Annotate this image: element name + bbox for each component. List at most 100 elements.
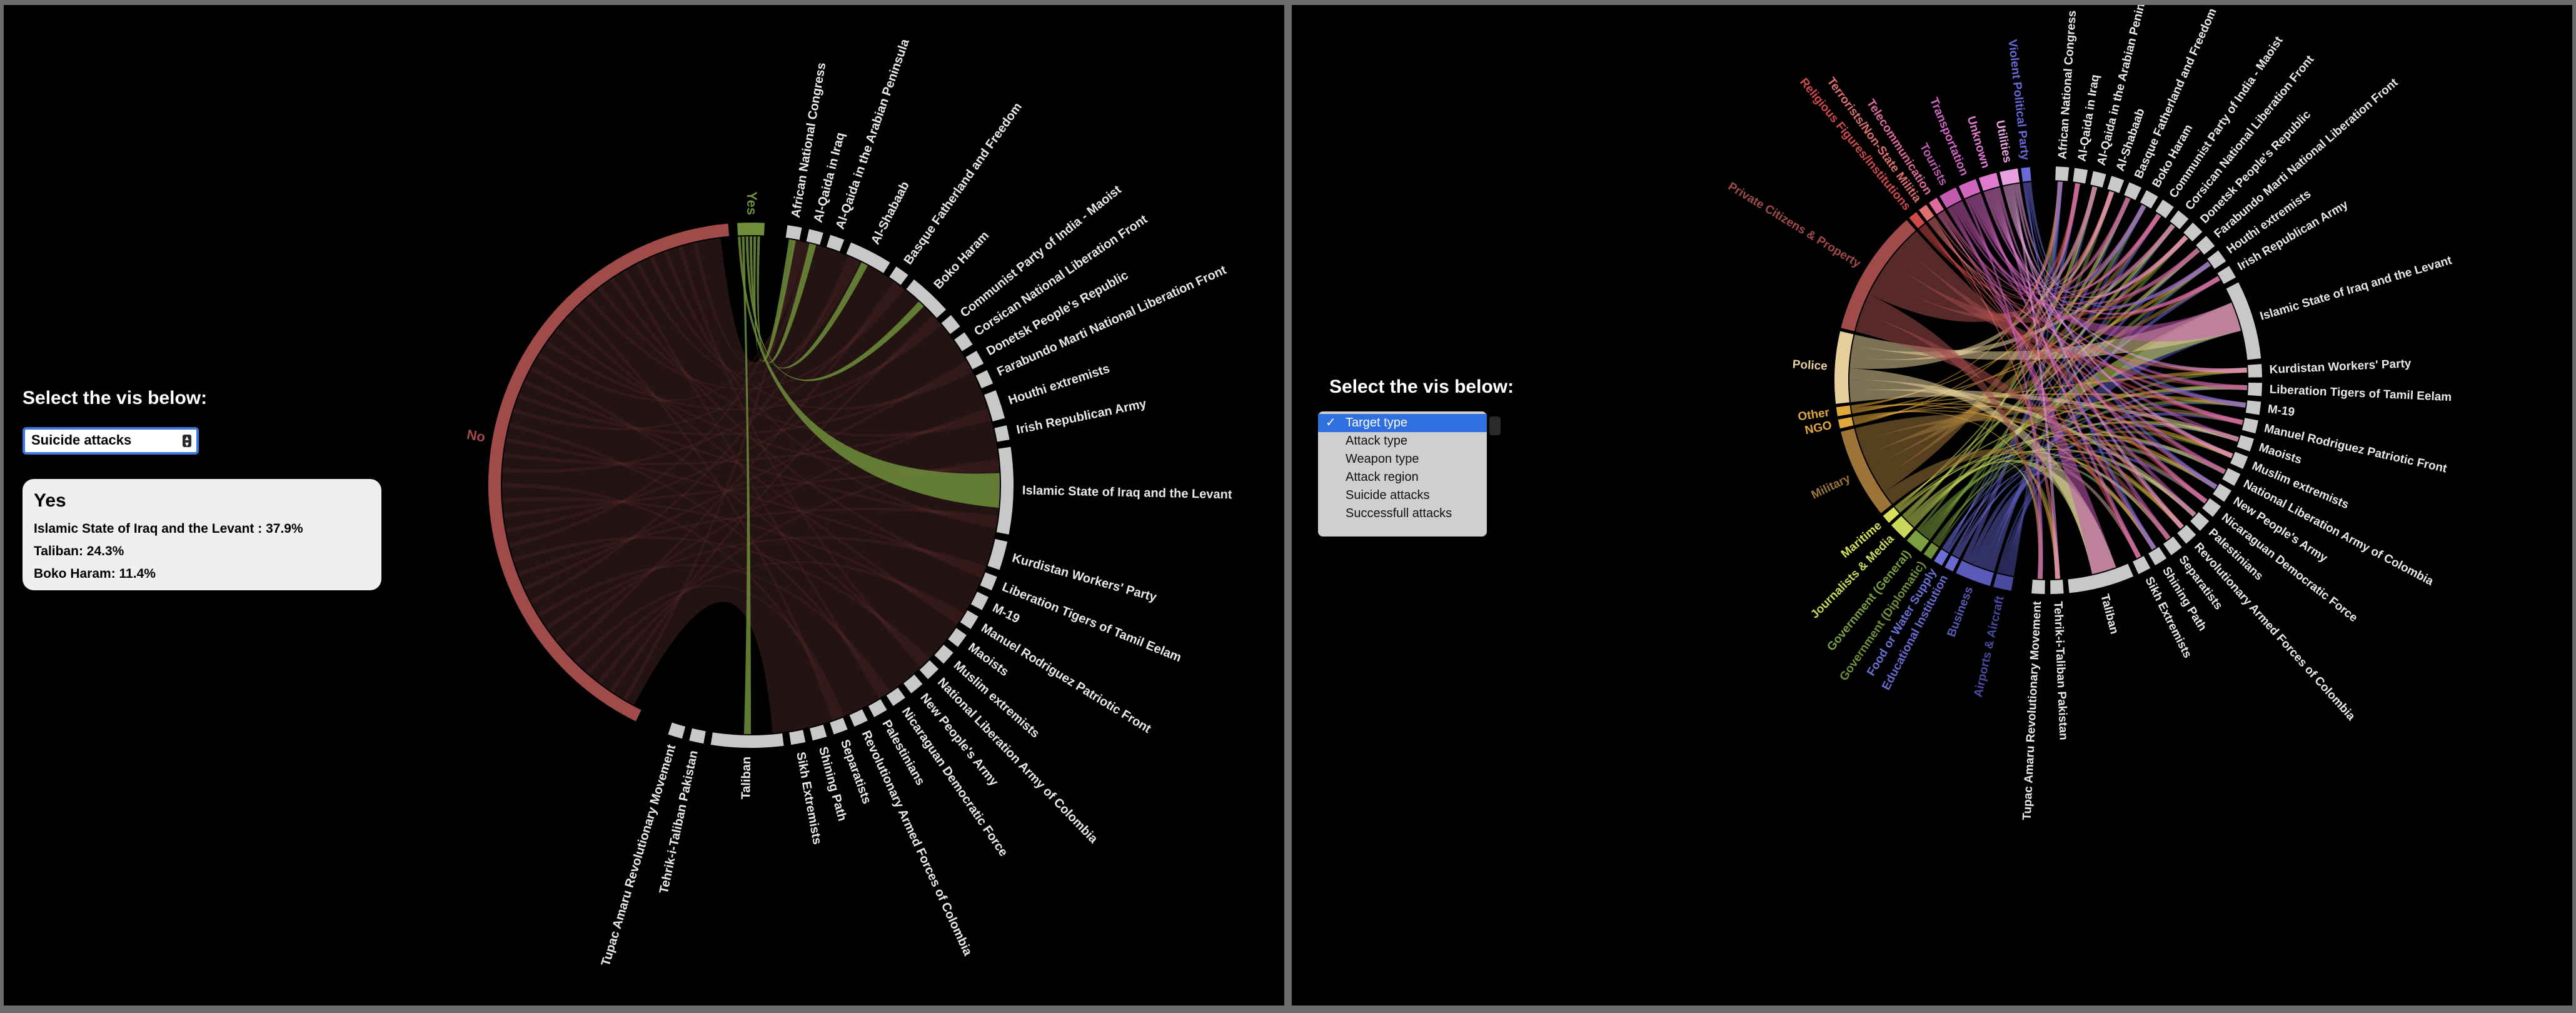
- group-arc[interactable]: [996, 446, 1014, 535]
- group-arc[interactable]: [2177, 525, 2196, 544]
- group-arc[interactable]: [2190, 512, 2210, 531]
- group-arc[interactable]: [987, 538, 1008, 570]
- category-arc[interactable]: [1841, 219, 1916, 331]
- chord-ribbon[interactable]: [523, 361, 969, 591]
- category-arc[interactable]: [1918, 204, 1935, 221]
- group-arc[interactable]: [2230, 451, 2248, 470]
- group-arc[interactable]: [2226, 282, 2262, 360]
- group-arc[interactable]: [965, 350, 984, 370]
- group-arc[interactable]: [810, 724, 827, 741]
- chord-ribbon[interactable]: [1853, 367, 2247, 423]
- dropdown-option[interactable]: Successfull attacks: [1318, 505, 1487, 523]
- group-arc[interactable]: [906, 279, 947, 318]
- chord-ribbon[interactable]: [2025, 181, 2063, 281]
- category-arc[interactable]: [1940, 187, 1962, 208]
- chord-ribbon[interactable]: [650, 256, 973, 410]
- group-arc[interactable]: [2207, 250, 2226, 270]
- group-arc[interactable]: [2073, 168, 2088, 184]
- group-arc[interactable]: [954, 332, 973, 351]
- group-arc[interactable]: [2140, 190, 2158, 209]
- chord-ribbon[interactable]: [693, 242, 812, 365]
- category-arc[interactable]: [1993, 573, 2014, 591]
- group-arc[interactable]: [2124, 182, 2141, 200]
- group-arc[interactable]: [2068, 563, 2134, 593]
- chord-ribbon[interactable]: [1859, 404, 2243, 455]
- group-arc[interactable]: [2213, 483, 2231, 502]
- group-arc[interactable]: [2050, 580, 2064, 594]
- group-arc[interactable]: [826, 234, 845, 252]
- category-arc[interactable]: [1838, 416, 1854, 429]
- category-arc-yes[interactable]: [737, 223, 765, 236]
- group-arc[interactable]: [975, 370, 994, 388]
- chord-ribbon[interactable]: [1955, 473, 2043, 579]
- group-arc[interactable]: [903, 674, 923, 693]
- chord-ribbon[interactable]: [753, 236, 796, 362]
- group-arc[interactable]: [789, 730, 806, 745]
- group-arc[interactable]: [2217, 266, 2236, 285]
- group-arc[interactable]: [2222, 468, 2241, 486]
- category-arc[interactable]: [2021, 167, 2031, 182]
- group-arc[interactable]: [934, 644, 953, 664]
- group-arc[interactable]: [2107, 176, 2125, 193]
- chord-ribbon[interactable]: [1965, 198, 2043, 579]
- category-arc[interactable]: [1934, 549, 1949, 566]
- group-arc[interactable]: [960, 610, 979, 629]
- category-arc[interactable]: [1945, 555, 1960, 572]
- chord-ribbon[interactable]: [1957, 202, 2241, 342]
- chord-ribbon[interactable]: [2014, 183, 2115, 285]
- chord-ribbon[interactable]: [745, 236, 924, 381]
- group-arc[interactable]: [2031, 580, 2045, 594]
- chord-ribbon[interactable]: [1855, 312, 2171, 540]
- chord-ribbon[interactable]: [636, 260, 860, 375]
- group-arc[interactable]: [886, 687, 905, 707]
- group-arc[interactable]: [2132, 556, 2151, 575]
- group-arc[interactable]: [984, 390, 1005, 421]
- group-arc[interactable]: [2055, 166, 2070, 181]
- category-arc[interactable]: [1883, 507, 1899, 523]
- group-arc[interactable]: [2148, 547, 2167, 566]
- chord-ribbon[interactable]: [1869, 213, 2161, 481]
- group-arc[interactable]: [2170, 210, 2189, 229]
- chord-ribbon[interactable]: [757, 236, 817, 363]
- chord-ribbon[interactable]: [623, 270, 883, 699]
- group-arc[interactable]: [994, 425, 1010, 442]
- chord-ribbon[interactable]: [1950, 206, 2116, 575]
- group-arc[interactable]: [785, 225, 802, 240]
- chord-ribbon[interactable]: [1940, 213, 2156, 550]
- chord-ribbon[interactable]: [742, 236, 751, 735]
- category-arc[interactable]: [1909, 212, 1925, 229]
- group-arc[interactable]: [889, 266, 908, 285]
- category-arc[interactable]: [1891, 516, 1914, 538]
- vis-select-dropdown[interactable]: Suicide attacks ▴▾: [23, 427, 199, 455]
- group-arc[interactable]: [2090, 171, 2106, 188]
- chord-ribbon[interactable]: [503, 412, 990, 466]
- chord-ribbon[interactable]: [1861, 294, 2043, 579]
- group-arc[interactable]: [919, 660, 939, 680]
- category-arc[interactable]: [1923, 542, 1939, 560]
- chord-ribbon[interactable]: [1852, 302, 2241, 360]
- dropdown-option[interactable]: Attack region: [1318, 468, 1487, 486]
- chord-ribbon[interactable]: [513, 536, 930, 662]
- group-arc[interactable]: [710, 732, 784, 748]
- category-arc[interactable]: [1978, 173, 2000, 191]
- category-arc[interactable]: [1929, 198, 1944, 214]
- group-arc[interactable]: [846, 242, 890, 273]
- chord-ribbon[interactable]: [502, 483, 840, 719]
- group-arc[interactable]: [868, 699, 887, 717]
- category-arc[interactable]: [2000, 168, 2020, 186]
- group-arc[interactable]: [941, 315, 960, 335]
- group-arc[interactable]: [806, 229, 823, 245]
- chord-ribbon[interactable]: [502, 238, 1000, 733]
- group-arc[interactable]: [2202, 498, 2221, 517]
- chord-ribbon[interactable]: [2011, 184, 2060, 579]
- chord-ribbon[interactable]: [749, 236, 868, 369]
- category-arc[interactable]: [1834, 331, 1854, 404]
- group-arc[interactable]: [2248, 364, 2262, 378]
- category-arc[interactable]: [1836, 405, 1851, 416]
- chord-ribbon[interactable]: [1932, 456, 2184, 543]
- category-arc[interactable]: [1906, 530, 1929, 552]
- group-arc[interactable]: [2163, 536, 2182, 555]
